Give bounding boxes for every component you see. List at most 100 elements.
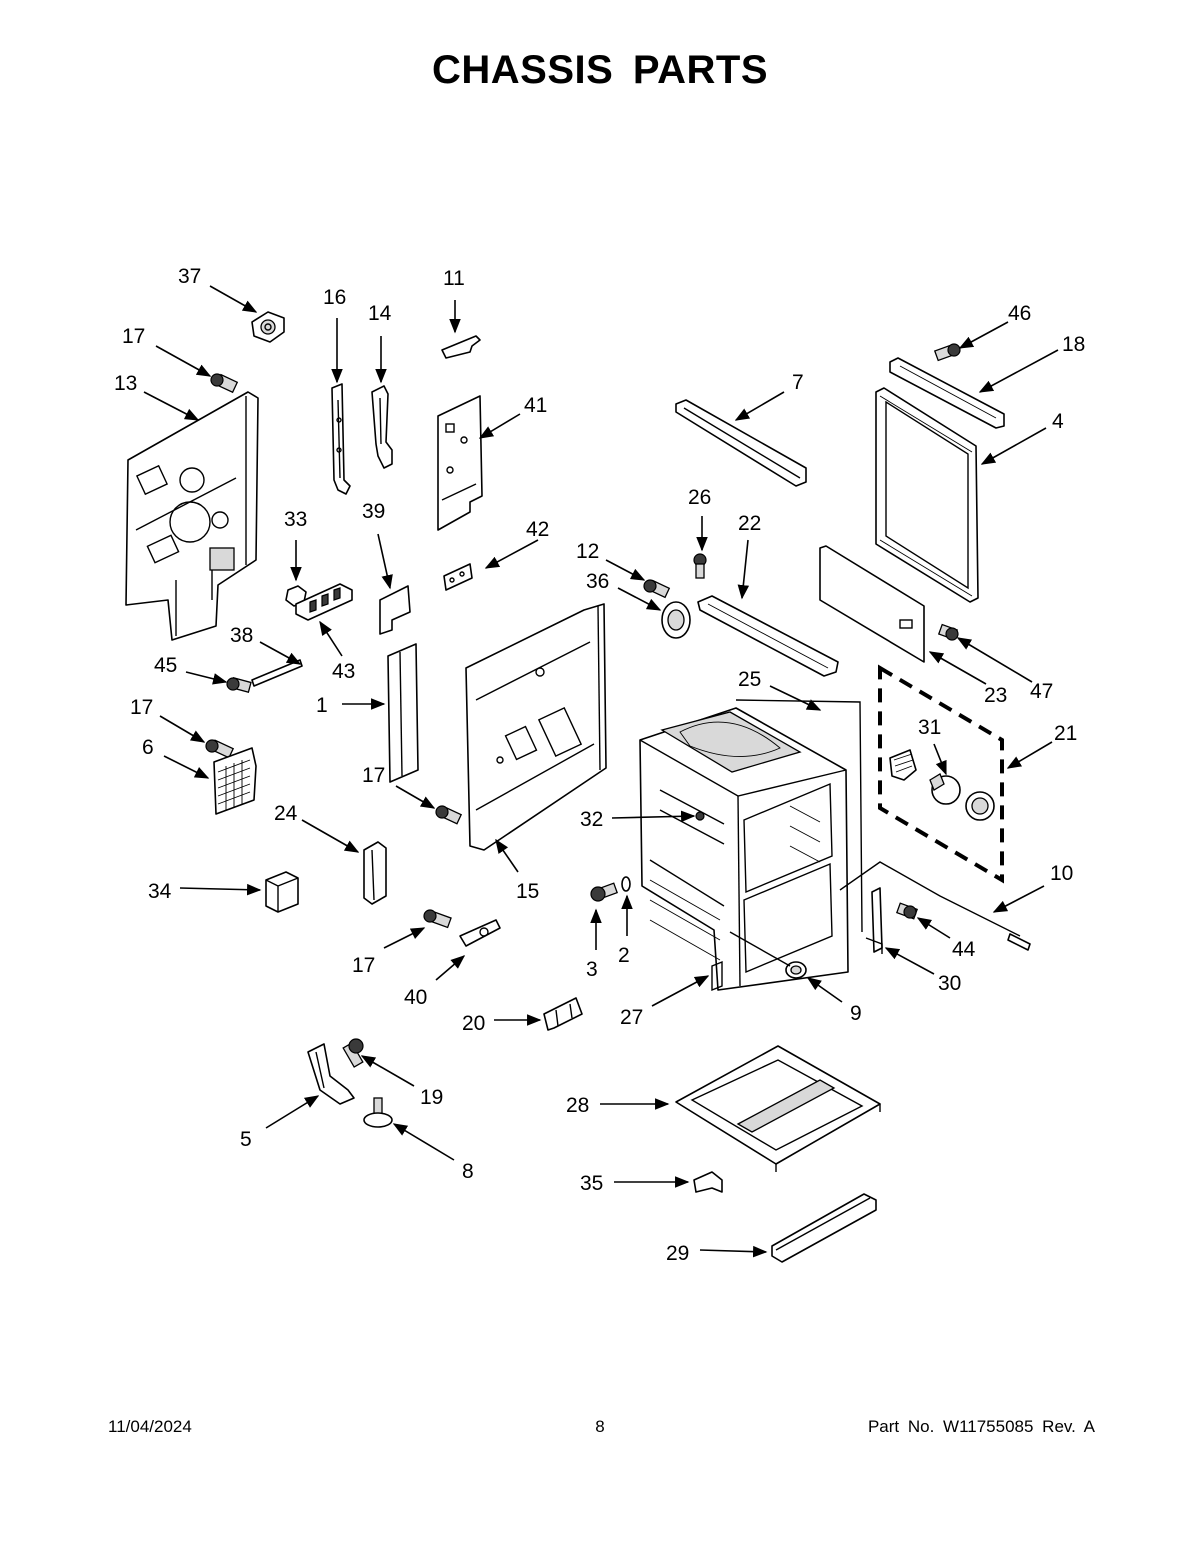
callout-3: 3: [586, 958, 598, 981]
part-39-bracket-drawing: [379, 585, 411, 635]
part-37-switch-drawing: [251, 311, 285, 343]
part-24-bracket-drawing: [363, 841, 387, 905]
arrow-40: [435, 955, 466, 981]
callout-13: 13: [114, 372, 137, 395]
callout-20: 20: [462, 1012, 485, 1035]
part-17-screw-drawing-a: [210, 373, 239, 394]
callout-46: 46: [1008, 302, 1031, 325]
arrow-44: [916, 917, 951, 939]
part-2-washer-drawing: [621, 876, 631, 892]
part-4-frame-drawing: [875, 387, 979, 603]
part-42-plate-drawing: [443, 563, 473, 591]
arrow-24: [301, 819, 360, 853]
arrow-4: [980, 427, 1047, 465]
callout-33: 33: [284, 508, 307, 531]
callout-9: 9: [850, 1002, 862, 1025]
callout-26: 26: [688, 486, 711, 509]
arrow-37: [209, 285, 258, 313]
arrow-5: [265, 1095, 320, 1129]
arrow-19: [360, 1055, 415, 1087]
arrow-15: [495, 838, 519, 873]
page-title: CHASSIS PARTS: [431, 48, 769, 92]
callout-21: 21: [1054, 722, 1077, 745]
arrow-34: [179, 883, 262, 896]
callout-36: 36: [586, 570, 609, 593]
callout-29: 29: [666, 1242, 689, 1265]
callout-44: 44: [952, 938, 976, 961]
callout-labels: 37 17 13 16 14 11 41 7 46 18 4 26 22 12 …: [114, 265, 1085, 1265]
arrow-45: [185, 671, 228, 685]
part-21-light-kit-drawing: [878, 664, 1004, 884]
callout-14: 14: [368, 302, 392, 325]
callout-12: 12: [576, 540, 599, 563]
arrow-17-b: [159, 715, 206, 743]
part-35-clip-drawing: [693, 1171, 723, 1193]
arrow-25: [769, 685, 822, 711]
footer-part-number: Part No. W11755085 Rev. A: [867, 1417, 1095, 1436]
part-45-screw-drawing: [226, 677, 252, 693]
part-46-screw-drawing: [933, 343, 961, 362]
callout-31: 31: [918, 716, 941, 739]
arrow-17-a: [155, 345, 212, 377]
arrow-17-d: [383, 927, 426, 949]
part-36-light-housing-drawing: [661, 601, 691, 639]
arrow-8: [392, 1123, 455, 1161]
callout-19: 19: [420, 1086, 443, 1109]
callout-35: 35: [580, 1172, 603, 1195]
footer-page-number: 8: [595, 1417, 605, 1436]
part-44-screw-drawing: [895, 902, 919, 920]
callout-17-c: 17: [362, 764, 385, 787]
part-18-trim-drawing: [889, 357, 1005, 429]
part-30-bracket-drawing: [865, 887, 883, 954]
part-43-terminal-block-drawing: [295, 583, 353, 621]
callout-47: 47: [1030, 680, 1053, 703]
arrow-13: [143, 391, 200, 421]
callout-2: 2: [618, 944, 630, 967]
arrow-27: [651, 975, 710, 1007]
part-20-bracket-drawing: [543, 997, 583, 1031]
callout-18: 18: [1062, 333, 1085, 356]
callout-6: 6: [142, 736, 154, 759]
part-19-screw-drawing: [342, 1038, 364, 1068]
arrow-9: [806, 977, 843, 1003]
callout-5: 5: [240, 1128, 252, 1151]
callout-40: 40: [404, 986, 427, 1009]
callout-39: 39: [362, 500, 385, 523]
part-10-probe-drawing: [839, 861, 1031, 951]
part-32-screw-drawing: [695, 811, 705, 821]
part-8-leveling-leg-drawing: [363, 1097, 393, 1128]
arrow-36: [617, 587, 662, 611]
callout-8: 8: [462, 1160, 474, 1183]
part-13-rear-panel-drawing: [125, 391, 259, 641]
part-28-bottom-tray-drawing: [675, 1045, 881, 1172]
part-9-plug-drawing: [729, 931, 807, 979]
part-27-trim-drawing: [711, 960, 723, 992]
part-31-light-drawing: [889, 749, 995, 821]
part-12-screw-drawing: [643, 579, 671, 599]
arrow-6: [163, 755, 210, 779]
callout-17-b: 17: [130, 696, 153, 719]
part-5-bracket-drawing: [307, 1043, 355, 1105]
callout-17-d: 17: [352, 954, 375, 977]
part-17-screw-drawing-c: [435, 805, 463, 825]
callout-38: 38: [230, 624, 253, 647]
callout-27: 27: [620, 1006, 643, 1029]
arrow-29: [699, 1245, 768, 1258]
callout-16: 16: [323, 286, 346, 309]
arrow-38: [259, 641, 302, 665]
part-26-screw-drawing: [693, 553, 707, 579]
callout-24: 24: [274, 802, 298, 825]
callout-25: 25: [738, 668, 761, 691]
callout-30: 30: [938, 972, 961, 995]
arrow-43: [319, 620, 343, 657]
part-22-rail-drawing: [697, 595, 839, 677]
arrow-18: [978, 349, 1059, 393]
part-11-clip-drawing: [441, 335, 481, 359]
callout-17-a: 17: [122, 325, 145, 348]
arrow-47: [956, 637, 1033, 683]
callout-4: 4: [1052, 410, 1064, 433]
part-34-box-drawing: [265, 871, 299, 913]
callout-28: 28: [566, 1094, 589, 1117]
arrow-46: [958, 321, 1009, 349]
